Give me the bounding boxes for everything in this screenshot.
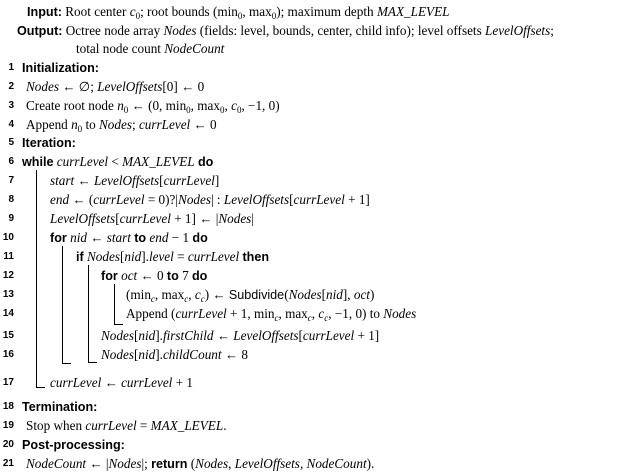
line-number: 13 — [2, 289, 14, 300]
line-number: 1 — [8, 62, 14, 73]
line-text: NodeCount ← |Nodes|; return (Nodes, Leve… — [26, 456, 375, 471]
line-text: LevelOffsets[currLevel + 1] ← |Nodes| — [50, 211, 254, 226]
line-text: Nodes[nid].childCount ← 8 — [101, 347, 248, 362]
line-text: if Nodes[nid].level = currLevel then — [76, 249, 270, 264]
line-text: (minc, maxc, cc) ← Subdivide(Nodes[nid],… — [126, 287, 375, 304]
for-block-bar — [62, 246, 63, 363]
line-number: 11 — [3, 251, 14, 262]
input-label: Input: — [27, 5, 62, 19]
line-number: 12 — [2, 270, 14, 281]
output-line: Output: Octree node array Nodes (fields:… — [17, 22, 554, 40]
output-text: Octree node array Nodes (fields: level, … — [65, 23, 554, 38]
while-block-end — [36, 387, 45, 388]
line-text: Create root node n0 ← (0, min0, max0, c0… — [26, 98, 280, 115]
line-number: 10 — [2, 232, 14, 243]
line-text: Append (currLevel + 1, minc, maxc, cc, −… — [126, 306, 417, 323]
input-text: Root center c0; root bounds (min0, max0)… — [65, 4, 450, 21]
line-number: 3 — [8, 100, 14, 111]
if-block-bar — [88, 265, 89, 362]
line-number: 19 — [2, 420, 14, 431]
line-text: Append n0 to Nodes; currLevel ← 0 — [26, 117, 217, 134]
line-text: Iteration: — [22, 136, 76, 150]
line-text: start ← LevelOffsets[currLevel] — [50, 173, 220, 188]
line-text: Termination: — [22, 400, 98, 414]
line-text: end ← (currLevel = 0)?|Nodes| : LevelOff… — [50, 192, 370, 207]
for-block-end — [62, 363, 71, 364]
line-text: for nid ← start to end − 1 do — [50, 230, 208, 245]
line-number: 9 — [8, 213, 14, 224]
if-block-end — [88, 362, 97, 363]
line-number: 4 — [8, 119, 14, 130]
line-number: 14 — [2, 308, 14, 319]
input-line: Input: Root center c0; root bounds (min0… — [27, 3, 449, 21]
while-block-bar — [36, 170, 37, 387]
line-number: 16 — [2, 349, 14, 360]
inner-for-block-end — [114, 324, 123, 325]
line-number: 21 — [2, 458, 14, 469]
line-text: Post-processing: — [22, 438, 125, 452]
line-number: 2 — [8, 81, 14, 92]
output-label: Output: — [17, 24, 63, 38]
line-text: currLevel ← currLevel + 1 — [50, 375, 193, 390]
line-text: Nodes ← ∅; LevelOffsets[0] ← 0 — [26, 79, 205, 94]
line-number: 8 — [8, 194, 14, 205]
line-number: 18 — [2, 401, 14, 412]
inner-for-block-bar — [114, 284, 115, 324]
line-number: 20 — [2, 439, 14, 450]
line-text: for oct ← 0 to 7 do — [101, 268, 208, 283]
output-text-2: total node count NodeCount — [76, 41, 225, 56]
line-number: 7 — [8, 175, 14, 186]
line-number: 5 — [8, 137, 14, 148]
line-number: 6 — [8, 156, 14, 167]
line-text: Initialization: — [22, 61, 99, 75]
line-text: Stop when currLevel = MAX_LEVEL. — [26, 418, 227, 433]
line-number: 15 — [2, 330, 14, 341]
line-text: Nodes[nid].firstChild ← LevelOffsets[cur… — [101, 328, 380, 343]
line-number: 17 — [2, 377, 14, 388]
line-text: while currLevel < MAX_LEVEL do — [22, 154, 214, 169]
output-line-2: total node count NodeCount — [76, 40, 224, 57]
